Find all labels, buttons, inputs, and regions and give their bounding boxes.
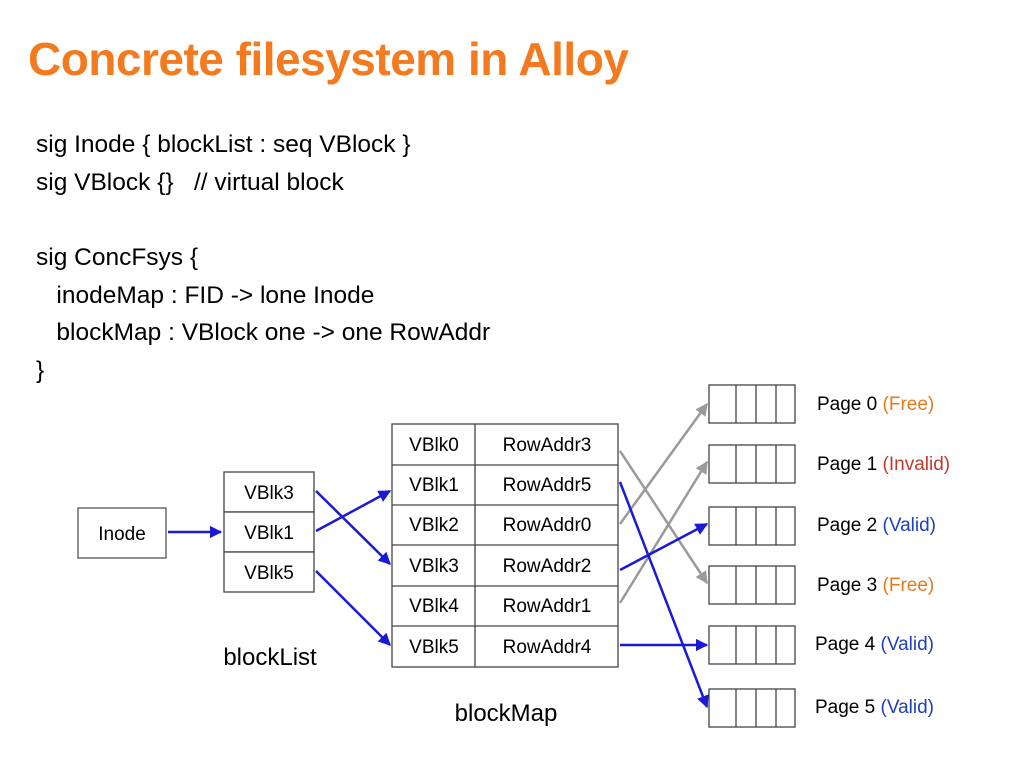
blocklist-column: VBlk3 VBlk1 VBlk5 <box>223 471 315 593</box>
blockmap-rowaddr: RowAddr2 <box>503 556 592 577</box>
blocklist-item: VBlk3 <box>244 483 294 504</box>
blockmap-caption: blockMap <box>455 700 558 727</box>
blocklist-item: VBlk5 <box>244 563 294 584</box>
inode-label: Inode <box>98 524 146 545</box>
blockmap-vblock: VBlk1 <box>409 475 459 496</box>
blocklist-item: VBlk1 <box>244 523 294 544</box>
page-status: (Free) <box>883 575 935 596</box>
arrow-rowaddr3-to-page3 <box>618 450 709 585</box>
blockmap-vblock: VBlk4 <box>409 596 459 617</box>
blockmap-rowaddr: RowAddr3 <box>503 435 592 456</box>
blockmap-rowaddr: RowAddr1 <box>503 596 592 617</box>
blockmap-table: VBlk0 RowAddr3 VBlk1 RowAddr5 VBlk2 RowA… <box>391 423 619 668</box>
arrow-vblk1-to-map <box>315 489 392 533</box>
svg-text:Page 1 (Invalid): Page 1 (Invalid) <box>817 454 950 475</box>
page-status: (Valid) <box>881 634 935 655</box>
blockmap-vblock: VBlk0 <box>409 435 459 456</box>
page-row-3: Page 3 (Free) <box>708 565 934 605</box>
blockmap-rowaddr: RowAddr5 <box>503 475 592 496</box>
page-label: Page 5 <box>815 697 875 718</box>
page-row-2: Page 2 (Valid) <box>708 506 936 546</box>
page-label: Page 0 <box>817 394 877 415</box>
page-row-4: Page 4 (Valid) <box>708 625 934 665</box>
inode-box: Inode <box>77 507 167 559</box>
blockmap-vblock: VBlk3 <box>409 556 459 577</box>
code-line-blockmap: blockMap : VBlock one -> one RowAddr <box>36 319 491 347</box>
slide-title: Concrete filesystem in Alloy <box>28 33 629 85</box>
page-label: Page 4 <box>815 634 876 655</box>
blockmap-vblock: VBlk5 <box>409 637 459 658</box>
page-status: (Valid) <box>881 697 935 718</box>
page-label: Page 3 <box>817 575 877 596</box>
page-row-0: Page 0 (Free) <box>708 384 934 424</box>
arrow-rowaddr0-to-page0 <box>618 402 709 525</box>
arrow-vblk3-to-map <box>315 490 391 565</box>
svg-text:Page 2 (Valid): Page 2 (Valid) <box>817 515 936 536</box>
code-line-inodemap: inodeMap : FID -> lone Inode <box>36 281 375 309</box>
blockmap-rowaddr: RowAddr4 <box>503 637 592 658</box>
page-row-1: Page 1 (Invalid) <box>708 444 950 484</box>
svg-text:Page 3 (Free): Page 3 (Free) <box>817 575 934 596</box>
blockmap-vblock: VBlk2 <box>409 515 459 536</box>
blocklist-caption: blockList <box>223 644 317 671</box>
page-label: Page 1 <box>817 454 877 475</box>
arrow-rowaddr1-to-page1 <box>618 460 709 604</box>
code-line-sig-vblock: sig VBlock {} // virtual block <box>36 168 344 196</box>
page-row-5: Page 5 (Valid) <box>708 688 934 728</box>
svg-text:Page 5 (Valid): Page 5 (Valid) <box>815 697 934 718</box>
svg-text:Page 4 (Valid): Page 4 (Valid) <box>815 634 934 655</box>
arrow-rowaddr2-to-page2 <box>619 522 709 572</box>
svg-text:Page 0 (Free): Page 0 (Free) <box>817 394 934 415</box>
code-line-sig-inode: sig Inode { blockList : seq VBlock } <box>36 131 411 158</box>
page-status: (Invalid) <box>883 454 951 475</box>
blockmap-rowaddr: RowAddr0 <box>503 515 592 536</box>
page-status: (Valid) <box>883 515 937 536</box>
page-label: Page 2 <box>817 515 877 536</box>
alloy-code-block: sig Inode { blockList : seq VBlock } sig… <box>36 126 490 390</box>
code-line-close-brace: } <box>36 357 45 385</box>
arrow-vblk5-to-map <box>315 570 391 646</box>
page-status: (Free) <box>883 394 935 415</box>
code-line-sig-concfsys: sig ConcFsys { <box>36 244 199 272</box>
arrow-rowaddr5-to-page5 <box>618 481 709 709</box>
